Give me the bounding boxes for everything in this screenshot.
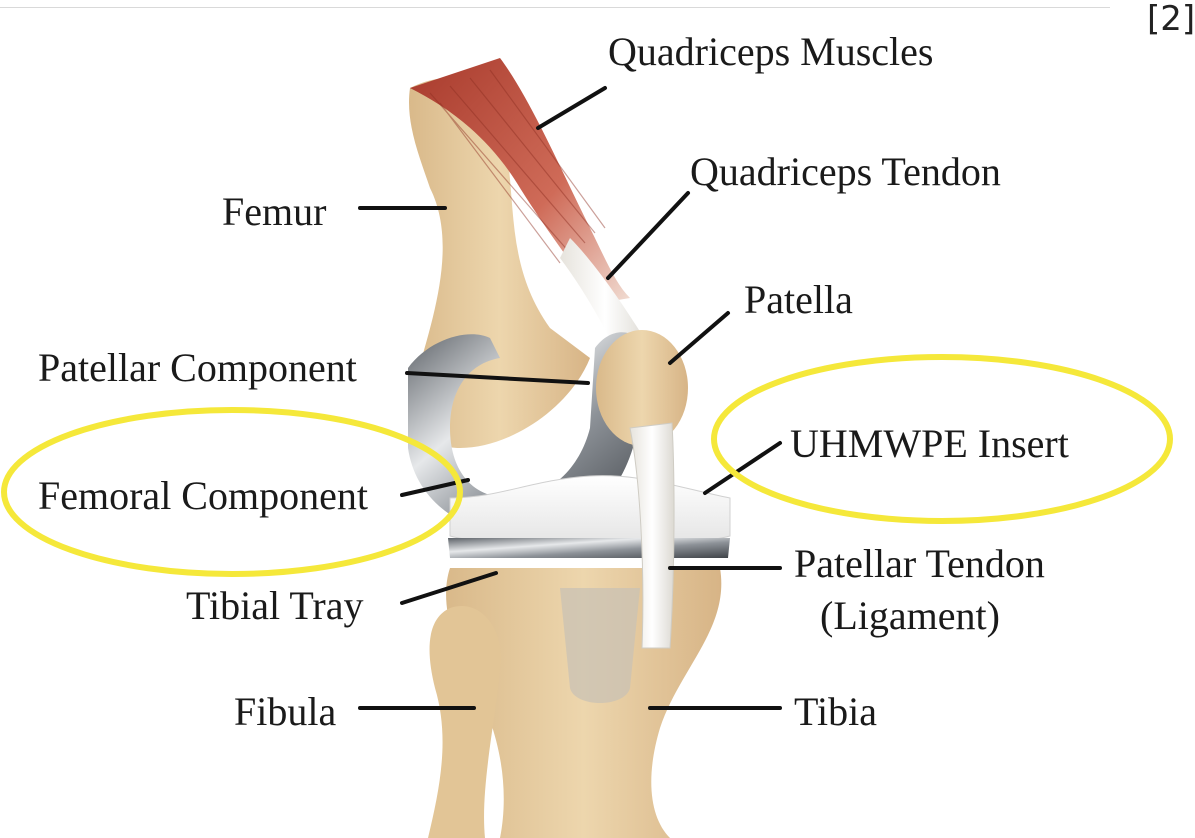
leader-uhmwpe-insert [705, 443, 780, 493]
leader-quadriceps-muscles [538, 88, 605, 128]
label-femur: Femur [222, 192, 326, 232]
uhmwpe-insert [450, 476, 730, 545]
label-tibia: Tibia [794, 692, 877, 732]
label-tibial-tray: Tibial Tray [186, 586, 364, 626]
tibial-stem [560, 588, 640, 703]
leader-patella [670, 313, 728, 363]
knee-replacement-diagram: Quadriceps Muscles Quadriceps Tendon Fem… [30, 28, 1110, 838]
label-patella: Patella [744, 280, 853, 320]
fibula-bone [428, 606, 501, 838]
label-patellar-component: Patellar Component [38, 348, 357, 388]
label-quadriceps-muscles: Quadriceps Muscles [608, 32, 933, 72]
tibial-tray [448, 538, 730, 558]
label-patellar-tendon-sub: (Ligament) [820, 596, 1000, 636]
label-quadriceps-tendon: Quadriceps Tendon [690, 152, 1001, 192]
leader-quadriceps-tendon [608, 193, 688, 278]
label-patellar-tendon: Patellar Tendon [794, 544, 1045, 584]
label-uhmwpe-insert: UHMWPE Insert [790, 424, 1069, 464]
citation-marker: [2] [1147, 2, 1195, 36]
top-divider [0, 7, 1110, 8]
label-femoral-component: Femoral Component [38, 476, 368, 516]
label-fibula: Fibula [234, 692, 336, 732]
